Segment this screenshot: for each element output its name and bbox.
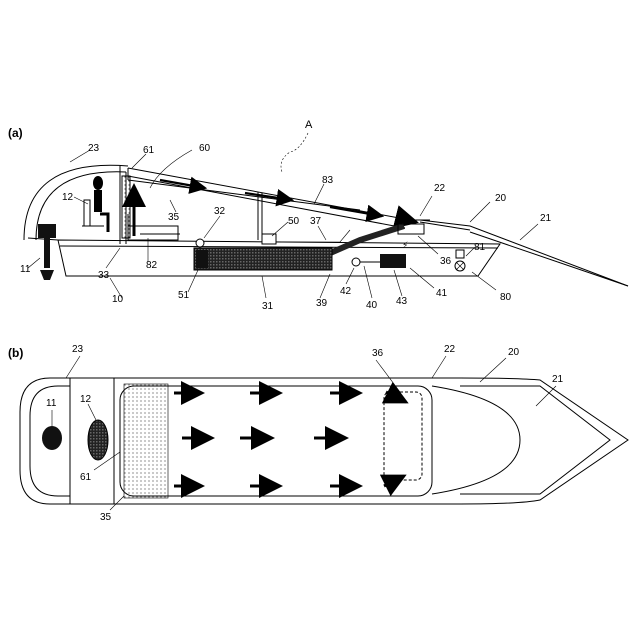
section-pointer-line (281, 133, 308, 172)
ref-36-a: 36 (440, 256, 452, 267)
outboard-motor (38, 224, 56, 280)
ref-36-b: 36 (372, 348, 384, 359)
ref-11-b: 11 (46, 398, 57, 409)
spark-symbol: ⚡ (402, 240, 408, 250)
valve-32 (196, 239, 204, 247)
storage-tank-31 (194, 248, 332, 270)
component-50 (262, 234, 276, 244)
ref-20-b: 20 (508, 347, 520, 358)
ref-61-b: 61 (80, 472, 92, 483)
ref-32-a: 32 (214, 206, 226, 217)
ref-23-a: 23 (88, 143, 100, 154)
ref-83-a: 83 (322, 175, 334, 186)
ref-81-a: 81 (474, 242, 486, 253)
ref-21-a: 21 (540, 213, 552, 224)
panel-label-a: (a) (8, 126, 23, 140)
outlet-36-top (384, 392, 422, 480)
tank-endcap-51 (196, 250, 208, 268)
duct-upper (270, 230, 350, 242)
hull-side (58, 220, 628, 286)
airflow-arrows-top (174, 392, 406, 486)
ref-21-b: 21 (552, 374, 564, 385)
ref-11-a: 11 (20, 264, 31, 275)
ref-42-a: 42 (340, 286, 352, 297)
ref-51-a: 51 (178, 290, 190, 301)
duct-diagonal (328, 226, 404, 254)
ref-10-a: 10 (112, 294, 124, 305)
ref-43-a: 43 (396, 296, 408, 307)
unit-43 (380, 254, 406, 268)
ref-23-b: 23 (72, 344, 84, 355)
ref-20-a: 20 (495, 193, 507, 204)
ref-37-a: 37 (310, 216, 322, 227)
ref-22-a: 22 (434, 183, 446, 194)
panel-label-b: (b) (8, 346, 23, 360)
ref-40-a: 40 (366, 300, 378, 311)
fan-grid-61 (124, 384, 168, 498)
ref-22-b: 22 (444, 344, 456, 355)
hull-top (20, 378, 628, 504)
ref-12-a: 12 (62, 192, 74, 203)
valve-42 (352, 258, 360, 266)
ref-41-a: 41 (436, 288, 448, 299)
occupant-figure (82, 176, 108, 232)
motor-top-11 (42, 426, 62, 450)
ref-60-a: 60 (199, 143, 211, 154)
ref-61-a: 61 (143, 145, 155, 156)
ref-50-a: 50 (288, 216, 300, 227)
ref-80-a: 80 (500, 292, 512, 303)
ref-35-b: 35 (100, 512, 112, 523)
section-label-A: A (305, 119, 313, 131)
ref-33-a: 33 (98, 270, 110, 281)
ref-39-a: 39 (316, 298, 328, 309)
occupant-top-12 (88, 420, 108, 460)
component-81 (456, 250, 464, 258)
ref-35-a: 35 (168, 212, 180, 223)
ref-82-a: 82 (146, 260, 158, 271)
ref-12-b: 12 (80, 394, 92, 405)
ref-31-a: 31 (262, 301, 274, 312)
